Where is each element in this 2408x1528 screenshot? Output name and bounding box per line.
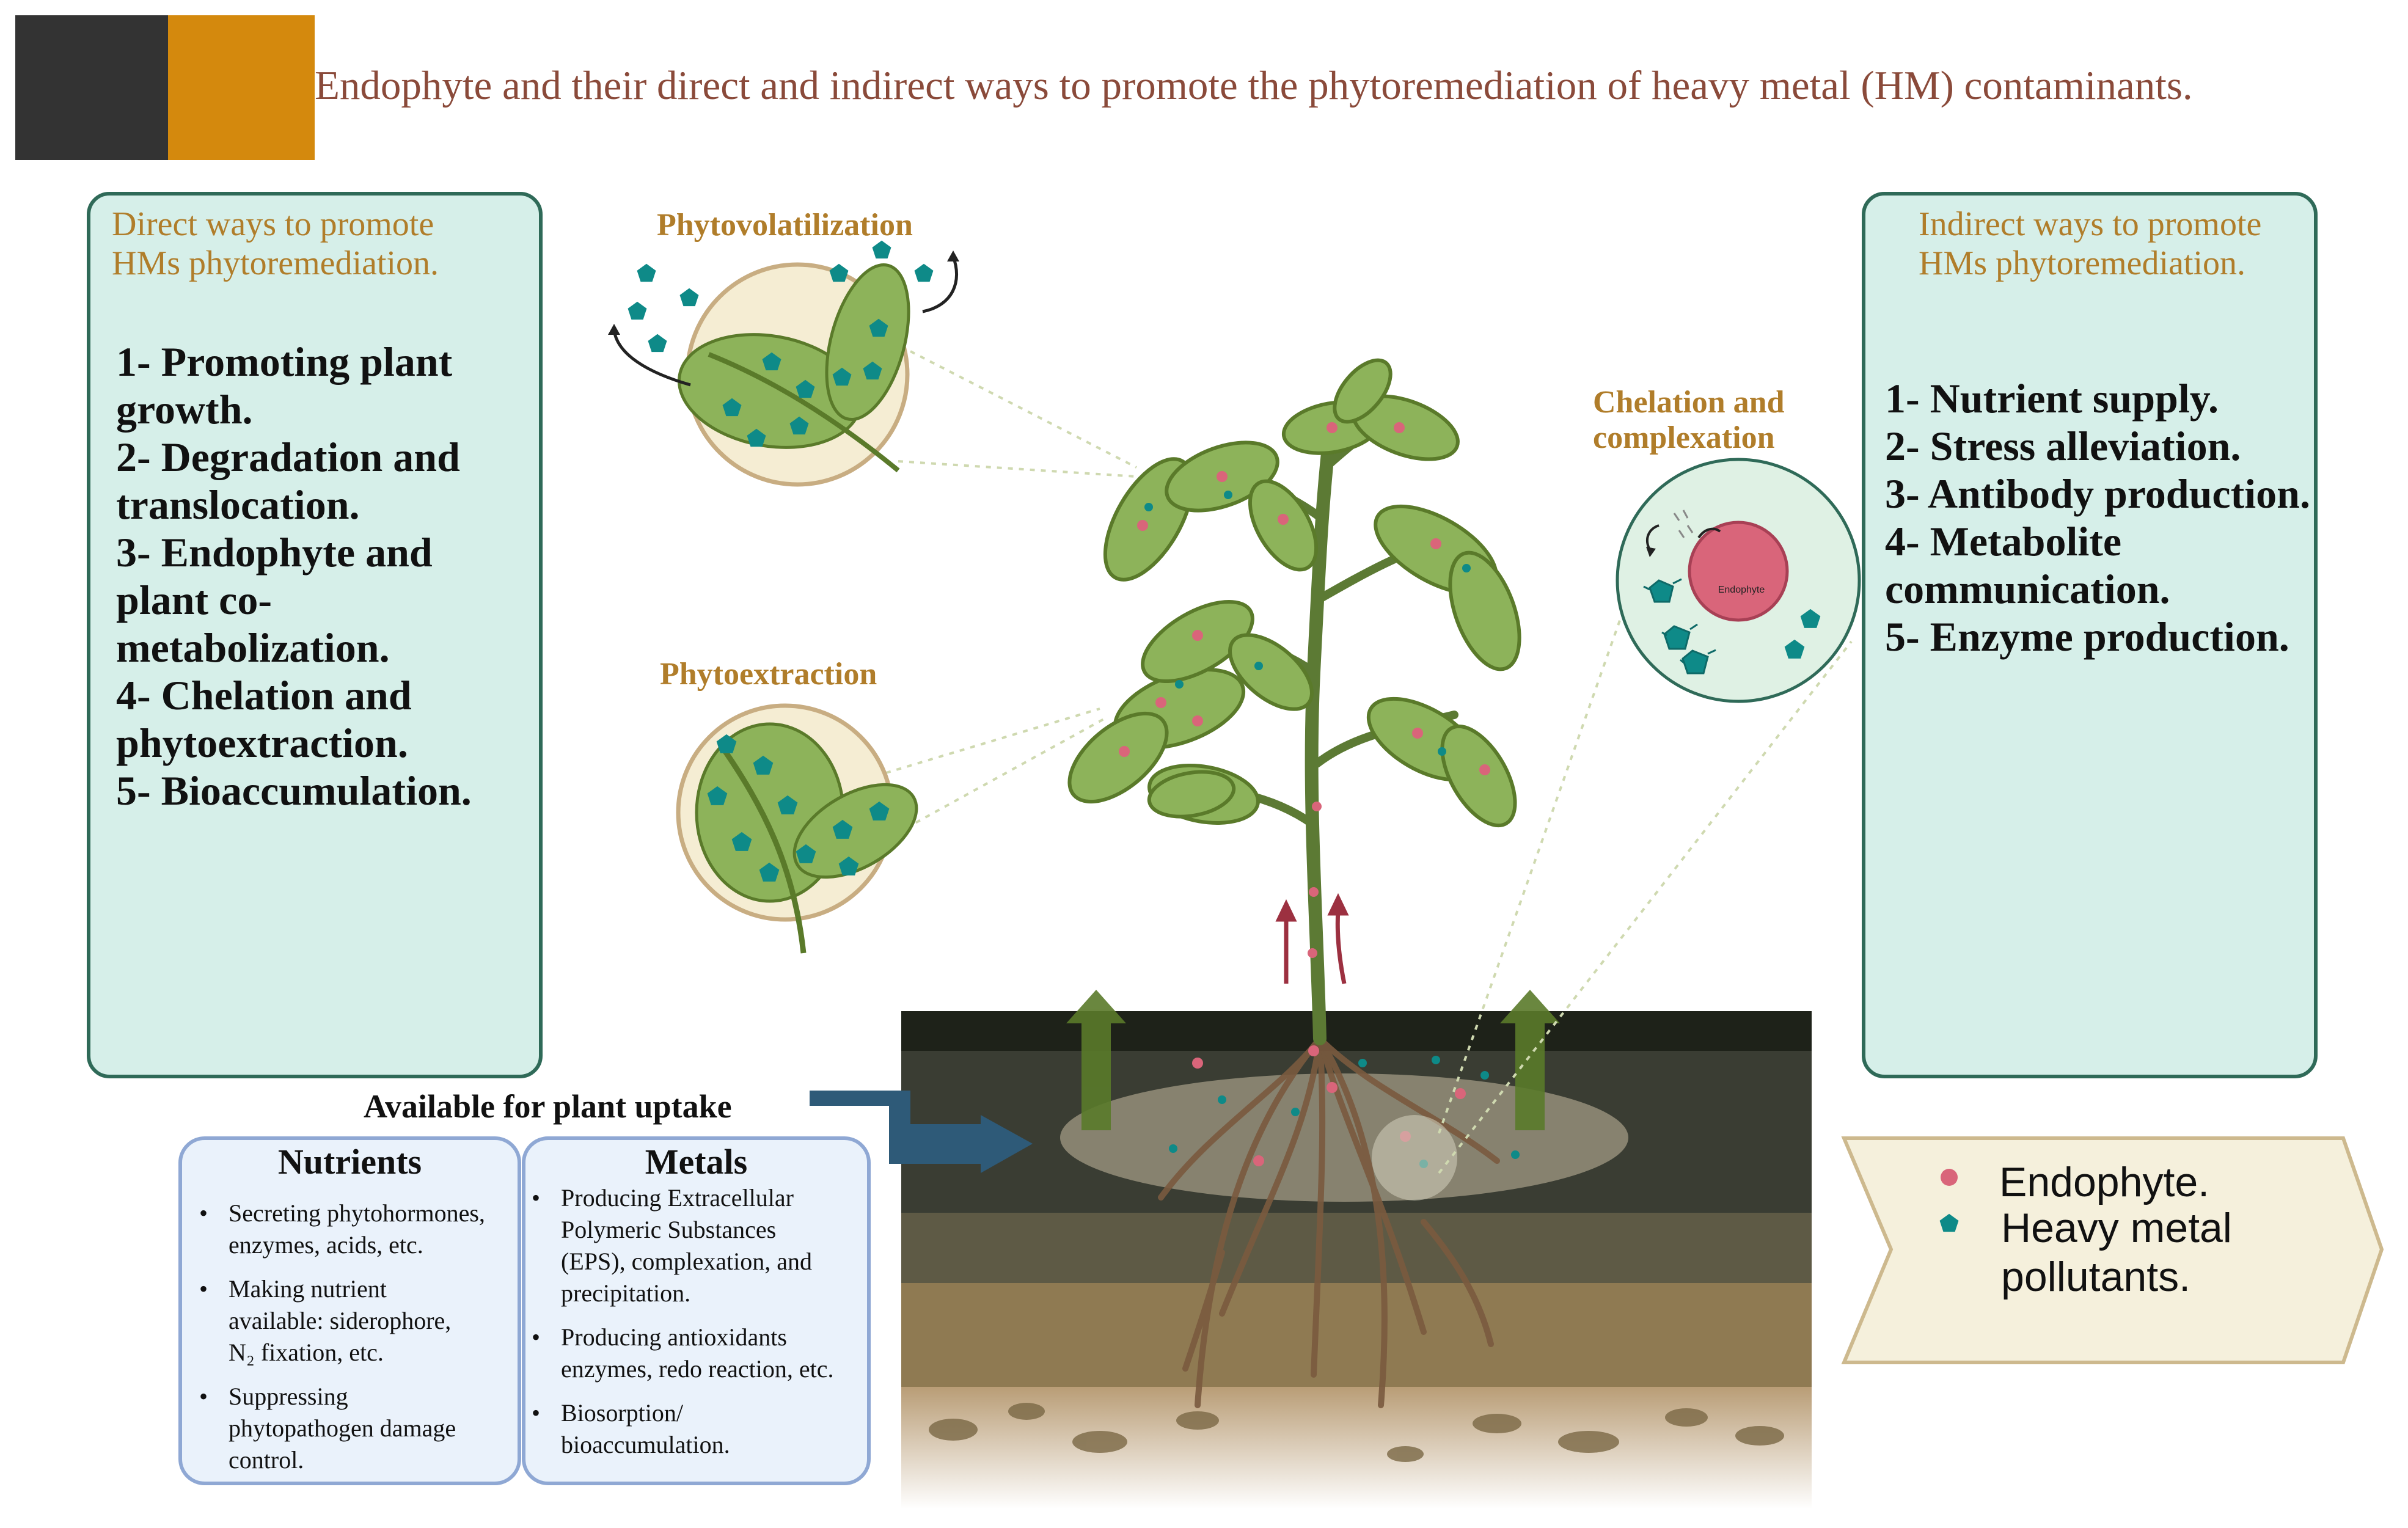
direct-item: 5- Bioaccumulation.: [116, 767, 472, 814]
indirect-item: communication.: [1885, 566, 2170, 612]
legend-shape: [1841, 1136, 2384, 1364]
endophyte-cell: [1688, 521, 1789, 622]
indirect-item: 1- Nutrient supply.: [1885, 375, 2219, 422]
nutrients-bullets: Secreting phytohormones, enzymes, acids,…: [194, 1197, 515, 1488]
indirect-panel-title: Indirect ways to promote HMs phytoremedi…: [1919, 205, 2262, 282]
direct-item: plant co-: [116, 577, 272, 623]
indirect-item: 2- Stress alleviation.: [1885, 423, 2241, 469]
uptake-label: Available for plant uptake: [364, 1088, 732, 1125]
chelation-inset: [1616, 458, 1861, 703]
endophyte-cell-label: Endophyte: [1718, 585, 1765, 595]
root-magnify-spot: [1372, 1115, 1457, 1201]
figure-title: Endophyte and their direct and indirect …: [315, 63, 2193, 108]
direct-item: growth.: [116, 386, 253, 433]
legend-endophyte-dot: [1941, 1169, 1958, 1186]
direct-item: 2- Degradation and: [116, 434, 460, 480]
uptake-red-arrows: [1275, 893, 1349, 984]
metals-bullets: Producing Extracellular Polymeric Substa…: [527, 1182, 866, 1473]
phytovolatilization-label: Phytovolatilization: [657, 208, 913, 243]
direct-item: 1- Promoting plant: [116, 338, 453, 385]
direct-panel-box: [87, 192, 543, 1078]
direct-panel-title: Direct ways to promote HMs phytoremediat…: [112, 205, 439, 282]
direct-item: phytoextraction.: [116, 720, 408, 766]
metals-bullet: Biosorption/ bioaccumulation.: [527, 1397, 866, 1461]
direct-item: metabolization.: [116, 624, 390, 671]
indirect-item: 3- Antibody production.: [1885, 470, 2310, 517]
rhizosphere-ellipse: [1060, 1073, 1628, 1202]
leaf-endophyte-dots: [1119, 422, 1490, 958]
leaf-metal-dots: [1144, 491, 1471, 756]
green-up-arrows: [1066, 990, 1560, 1130]
phytoextraction-label: Phytoextraction: [660, 657, 877, 692]
phytoextraction-inset: [676, 703, 918, 954]
indirect-item: 5- Enzyme production.: [1885, 613, 2289, 660]
metals-title: Metals: [645, 1142, 748, 1182]
direct-panel-list: 1- Promoting plant growth. 2- Degradatio…: [116, 338, 532, 814]
direct-item: translocation.: [116, 481, 360, 528]
uptake-blue-arrow: [810, 1091, 1033, 1173]
nutrients-title: Nutrients: [277, 1142, 422, 1182]
roots: [1158, 1036, 1500, 1408]
nutrients-bullet: Secreting phytohormones, enzymes, acids,…: [194, 1197, 515, 1261]
legend-endophyte-text: Endophyte.: [1999, 1159, 2210, 1205]
indirect-item: 4- Metabolite: [1885, 518, 2122, 565]
phytovolatilization-inset: [608, 240, 959, 487]
metals-bullet: Producing antioxidants enzymes, redo rea…: [527, 1321, 866, 1385]
plant-leaves: [1067, 358, 1521, 828]
nutrients-bullet: Suppressing phytopathogen damage control…: [194, 1381, 515, 1476]
direct-item: 4- Chelation and: [116, 672, 412, 718]
metals-bullet: Producing Extracellular Polymeric Substa…: [527, 1182, 866, 1309]
nutrients-bullet: Making nutrient available: siderophore, …: [194, 1273, 515, 1369]
indirect-panel-list: 1- Nutrient supply. 2- Stress alleviatio…: [1885, 375, 2313, 660]
chelation-label: Chelation and complexation: [1593, 385, 1785, 455]
header-dark-block: [15, 15, 168, 160]
direct-item: 3- Endophyte and: [116, 529, 433, 576]
legend-metal-text: Heavy metal pollutants.: [2001, 1205, 2232, 1300]
indirect-panel-box: [1862, 192, 2318, 1078]
header-orange-block: [168, 15, 315, 160]
